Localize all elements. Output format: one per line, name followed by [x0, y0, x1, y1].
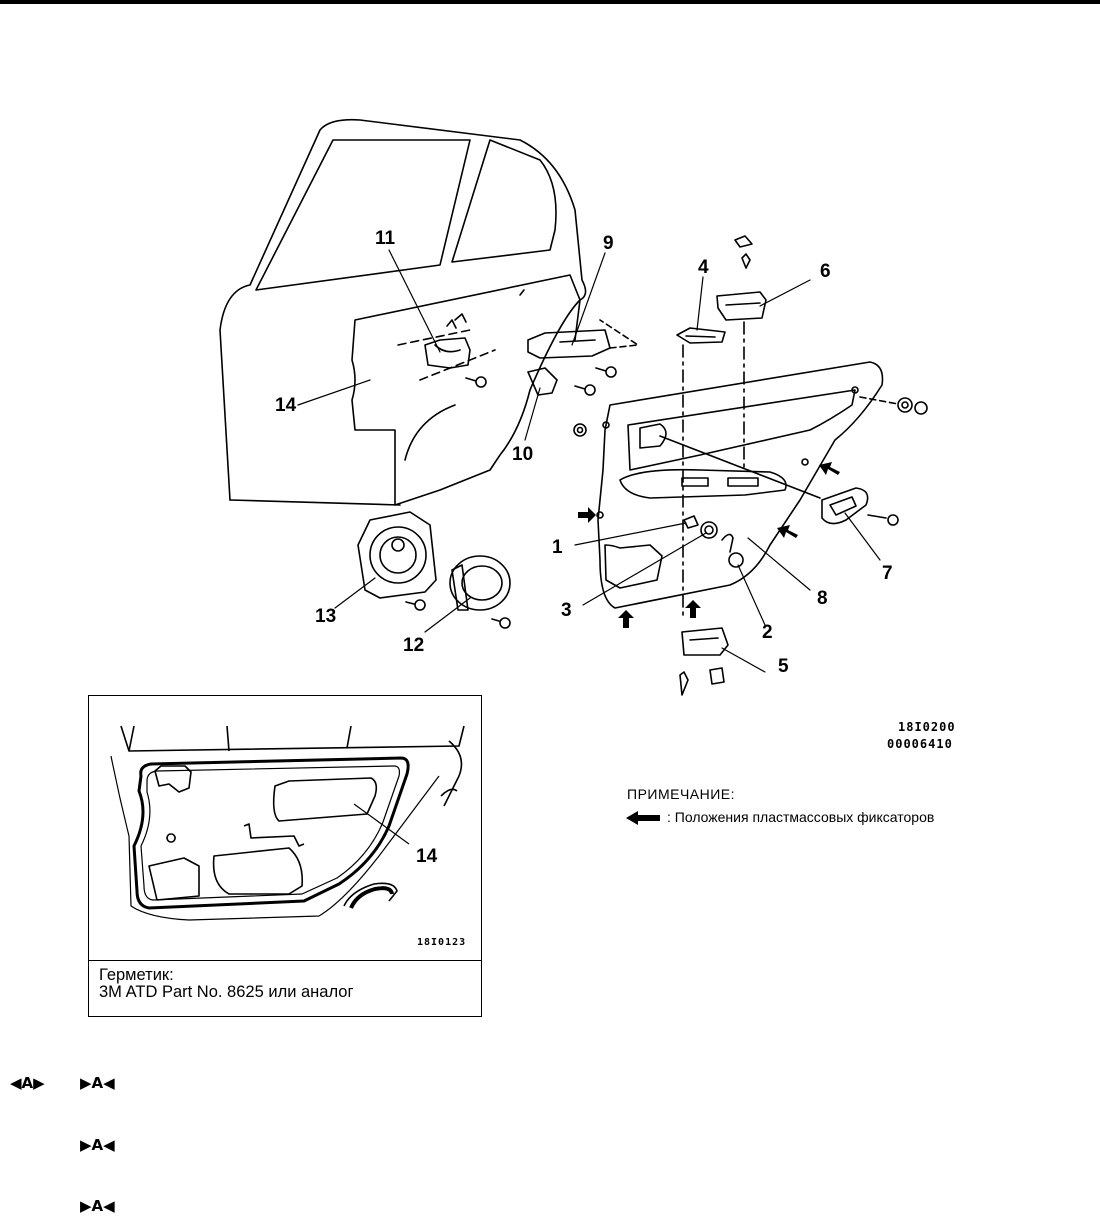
- bracket-10: [527, 367, 596, 396]
- speaker-bracket-13: [357, 511, 437, 611]
- sealant-inset: 14 18I0123 Герметик: 3M ATD Part No. 862…: [88, 695, 482, 1017]
- install-marker-a-3: ▶A◀: [80, 1197, 115, 1215]
- bracket-9: [527, 319, 639, 378]
- callout-10: 10: [512, 444, 534, 465]
- switch-panel-6: [716, 235, 767, 471]
- callout-13: 13: [315, 606, 337, 627]
- speaker-12: [449, 555, 511, 629]
- install-marker-a-2: ▶A◀: [80, 1136, 115, 1154]
- inset-figure-code: 18I0123: [417, 937, 467, 948]
- top-rule: [0, 0, 1100, 4]
- inner-handle-bracket-11: [424, 337, 487, 388]
- callout-leader-lines: [297, 249, 881, 673]
- figure-code-2: 00006410: [887, 737, 953, 751]
- callout-14: 14: [275, 395, 297, 416]
- callout-11: 11: [375, 228, 396, 249]
- clip-screws-top-right: [573, 396, 928, 437]
- callout-1: 1: [552, 537, 563, 558]
- callout-3: 3: [561, 600, 572, 621]
- callout-6: 6: [820, 261, 831, 282]
- callout-7: 7: [882, 563, 893, 584]
- inset-callout-14: 14: [416, 846, 438, 867]
- callout-2: 2: [762, 622, 773, 643]
- bracket-5: [679, 627, 729, 696]
- sealant-inset-diagram: [110, 725, 465, 921]
- door-trim-panel-8: [596, 361, 884, 609]
- door-trim-exploded-diagram: [219, 118, 928, 696]
- inset-caption: Герметик: 3M ATD Part No. 8625 или анало…: [89, 960, 481, 1016]
- removal-marker-a: ◀A▶: [10, 1074, 45, 1092]
- clip-position-arrows: [578, 462, 840, 628]
- inner-handle-7: [659, 435, 899, 526]
- install-marker-a-1: ▶A◀: [80, 1074, 115, 1092]
- sealant-part-number: 3M ATD Part No. 8625 или аналог: [99, 983, 354, 1001]
- callout-9: 9: [603, 233, 614, 254]
- note-title: ПРИМЕЧАНИЕ:: [627, 786, 736, 802]
- door-inner-panel: [351, 274, 581, 506]
- sealant-label: Герметик:: [99, 966, 174, 984]
- callout-5: 5: [778, 656, 789, 677]
- handle-cover-4: [676, 327, 726, 621]
- note-text: : Положения пластмассовых фиксаторов: [667, 809, 935, 825]
- callout-8: 8: [817, 588, 828, 609]
- small-parts-1-2-3: [683, 515, 744, 568]
- callout-12: 12: [403, 635, 425, 656]
- figure-code-1: 18I0200: [898, 720, 956, 734]
- callout-4: 4: [698, 257, 709, 278]
- left-arrow-icon: [626, 811, 660, 825]
